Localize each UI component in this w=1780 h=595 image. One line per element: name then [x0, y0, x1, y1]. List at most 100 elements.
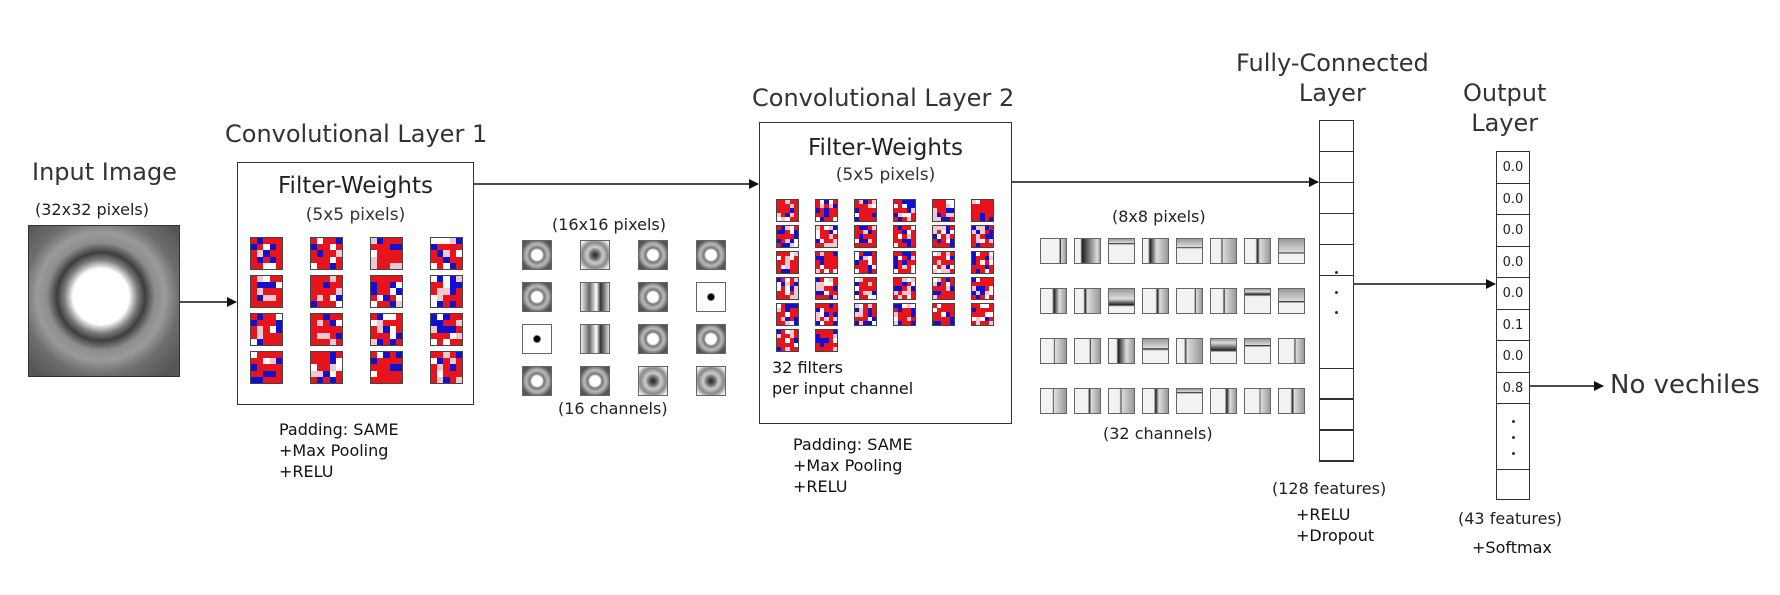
- fc-neuron: [1320, 121, 1353, 152]
- fc-neuron: [1320, 152, 1353, 183]
- fc-neuron: [1320, 368, 1353, 399]
- fc-features-label: (128 features): [1272, 479, 1387, 498]
- conv1-filter-box: Filter-Weights (5x5 pixels): [237, 162, 474, 405]
- filter-weight-tile: [370, 351, 403, 384]
- fc-title: Fully-Connected Layer: [1236, 49, 1429, 107]
- feature-map-tile: [1210, 388, 1237, 414]
- input-title: Input Image: [32, 158, 177, 186]
- maps2-channels-label: (32 channels): [1103, 424, 1213, 443]
- filter-weight-tile: [932, 277, 955, 300]
- filter-weight-tile: [815, 277, 838, 300]
- feature-map-tile: [1278, 238, 1305, 264]
- feature-map-tile: [1040, 338, 1067, 364]
- filter-weight-tile: [370, 237, 403, 270]
- conv2-filter-box: Filter-Weights (5x5 pixels) 32 filters p…: [759, 122, 1012, 424]
- output-value-cell: 0.1: [1497, 310, 1529, 341]
- feature-map-tile: [1210, 288, 1237, 314]
- feature-map-tile: [1244, 338, 1271, 364]
- output-value-cell: 0.0: [1497, 341, 1529, 373]
- input-size-label: (32x32 pixels): [35, 200, 149, 219]
- filter-weight-tile: [854, 225, 877, 248]
- feature-map-tile: [1074, 388, 1101, 414]
- filter-weight-tile: [971, 225, 994, 248]
- filter-weight-tile: [250, 313, 283, 346]
- filter-weight-tile: [815, 225, 838, 248]
- filter-weight-tile: [250, 275, 283, 308]
- feature-map-tile: [696, 366, 726, 396]
- feature-map-tile: [1210, 238, 1237, 264]
- feature-map-tile: [522, 240, 552, 270]
- fc-neuron: [1320, 430, 1353, 461]
- prediction-label: No vechiles: [1610, 370, 1760, 400]
- feature-map-tile: [1176, 238, 1203, 264]
- filter-weight-tile: [854, 199, 877, 222]
- maps1-channels-label: (16 channels): [558, 399, 668, 418]
- filter-weight-tile: [971, 277, 994, 300]
- feature-map-tile: [1074, 238, 1101, 264]
- filter-weight-tile: [370, 313, 403, 346]
- feature-map-tile: [1278, 388, 1305, 414]
- output-value-cell: 0.0: [1497, 152, 1529, 184]
- feature-map-tile: [522, 366, 552, 396]
- feature-map-tile: [522, 282, 552, 312]
- feature-map-tile: [638, 366, 668, 396]
- conv1-filter-title: Filter-Weights: [278, 173, 433, 199]
- ellipsis-dot: [1335, 311, 1338, 314]
- feature-map-tile: [580, 366, 610, 396]
- filter-weight-tile: [430, 313, 463, 346]
- feature-map-tile: [1176, 388, 1203, 414]
- filter-weight-tile: [893, 277, 916, 300]
- feature-map-tile: [696, 240, 726, 270]
- input-image: [28, 225, 180, 377]
- output-title: Output Layer: [1463, 79, 1547, 137]
- conv1-title: Convolutional Layer 1: [225, 120, 488, 148]
- filter-weight-tile: [430, 237, 463, 270]
- feature-map-tile: [1210, 338, 1237, 364]
- feature-map-tile: [1142, 338, 1169, 364]
- maps2-size-label: (8x8 pixels): [1112, 207, 1206, 226]
- output-notes: +Softmax: [1472, 538, 1552, 557]
- fc-neuron: [1320, 214, 1353, 245]
- feature-map-tile: [1108, 388, 1135, 414]
- conv2-title: Convolutional Layer 2: [752, 84, 1015, 112]
- feature-map-tile: [1142, 388, 1169, 414]
- feature-map-tile: [638, 282, 668, 312]
- filter-weight-tile: [310, 351, 343, 384]
- filter-weight-tile: [854, 277, 877, 300]
- fc-neuron: [1320, 399, 1353, 430]
- feature-map-tile: [1244, 238, 1271, 264]
- feature-map-tile: [696, 324, 726, 354]
- feature-map-tile: [1108, 238, 1135, 264]
- feature-map-tile: [1108, 288, 1135, 314]
- fc-notes: +RELU +Dropout: [1296, 505, 1375, 545]
- filter-weight-tile: [893, 303, 916, 326]
- output-value-cell: 0.0: [1497, 278, 1529, 310]
- feature-map-tile: [1108, 338, 1135, 364]
- filter-weight-tile: [430, 275, 463, 308]
- feature-map-tile: [1244, 288, 1271, 314]
- filter-weight-tile: [932, 199, 955, 222]
- filter-weight-tile: [815, 329, 838, 352]
- feature-map-tile: [580, 240, 610, 270]
- filter-weight-tile: [250, 351, 283, 384]
- conv2-notes: Padding: SAME +Max Pooling +RELU: [793, 435, 913, 496]
- ellipsis-dot: [1512, 420, 1515, 423]
- filter-weight-tile: [776, 277, 799, 300]
- filter-weight-tile: [932, 303, 955, 326]
- feature-map-tile: [1040, 238, 1067, 264]
- feature-map-tile: [1074, 338, 1101, 364]
- feature-map-tile: [1278, 338, 1305, 364]
- filter-weight-tile: [815, 199, 838, 222]
- output-neuron: [1497, 469, 1529, 499]
- filter-weight-tile: [971, 199, 994, 222]
- filter-weight-tile: [854, 303, 877, 326]
- filter-weight-tile: [932, 225, 955, 248]
- ellipsis-dot: [1335, 271, 1338, 274]
- output-value-cell: 0.0: [1497, 215, 1529, 247]
- output-value-cell: 0.8: [1497, 373, 1529, 404]
- feature-map-tile: [1074, 288, 1101, 314]
- filter-weight-tile: [893, 199, 916, 222]
- feature-map-tile: [1244, 388, 1271, 414]
- filter-weight-tile: [854, 251, 877, 274]
